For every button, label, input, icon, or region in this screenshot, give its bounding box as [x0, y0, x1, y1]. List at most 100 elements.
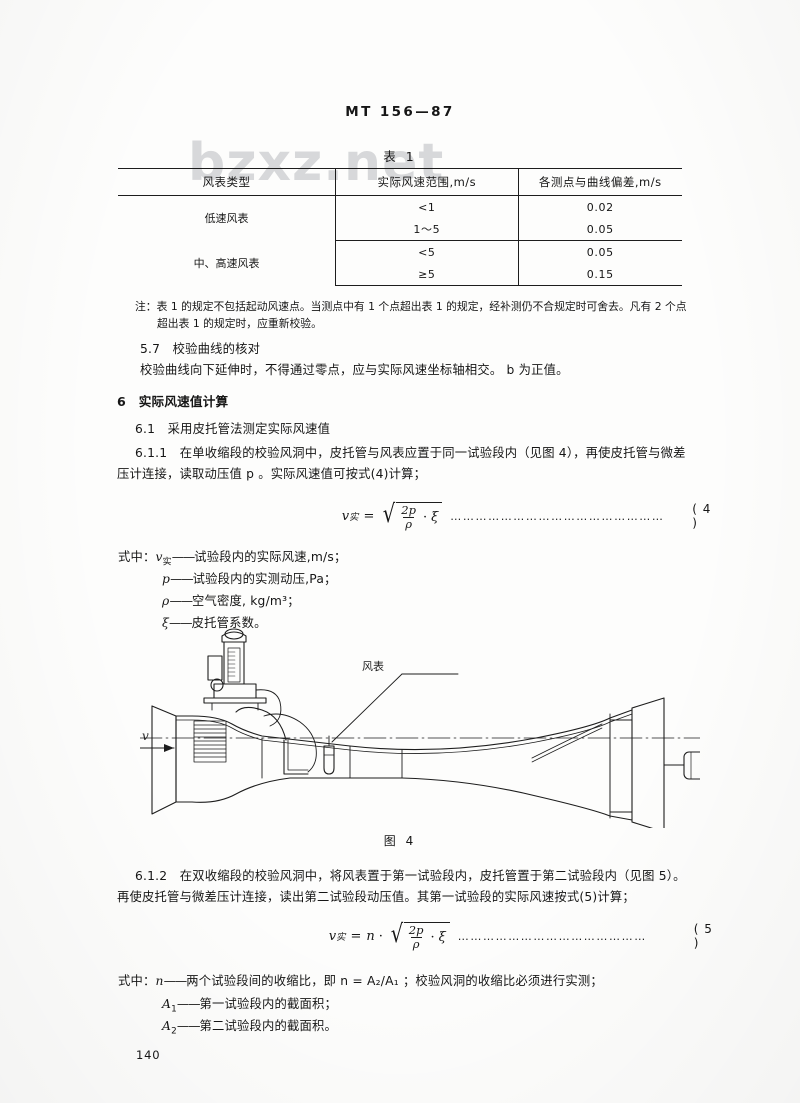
cell-deviation: 0.02 — [586, 200, 614, 214]
hose-pitot-to-manometer — [235, 706, 287, 741]
where-intro: 式中： — [118, 974, 156, 988]
section-6-heading: 6 实际风速值计算 — [117, 394, 229, 409]
formula-4-equals: = — [363, 508, 375, 524]
where-item: 式中：v实——试验段内的实际风速,m/s； — [118, 548, 347, 572]
cell-range: 1～5 — [335, 218, 519, 241]
where-dash: —— — [170, 572, 194, 586]
pitot-tube — [283, 739, 309, 775]
formula-4-lhs: v — [341, 508, 350, 524]
table-row: 1～5 0.05 — [118, 218, 682, 241]
figure-label-velocity: v — [142, 729, 149, 743]
formula-5-equals: = — [350, 928, 362, 944]
figure-4-caption: 图 4 — [383, 834, 417, 848]
table-note-line2: 超出表 1 的规定时，应重新校验。 — [157, 317, 322, 330]
where-item: A1——第一试验段内的截面积； — [162, 995, 337, 1019]
cell-type-mid-high: 中、高速风表 — [118, 240, 337, 286]
outlet-flare — [631, 697, 665, 833]
section-6-1-1-line2: 压计连接，读取动压值 p 。实际风速值可按式(4)计算； — [117, 467, 427, 481]
where-description: 试验段内的实际风速,m/s； — [194, 550, 347, 564]
formula-4-dot: · — [422, 509, 428, 525]
where-dash: —— — [169, 594, 193, 608]
page-number: 140 — [136, 1048, 161, 1062]
table-header-row: 风表类型 实际风速范围,m/s 各测点与曲线偏差,m/s — [118, 168, 682, 196]
cell-range: ≥5 — [335, 263, 519, 286]
where-item: ξ——皮托管系数。 — [162, 614, 267, 633]
manometer-bulb — [210, 678, 224, 692]
section-6-1-2-paragraph: 6.1.2 在双收缩段的校验风洞中，将风表置于第一试验段内，皮托管置于第二试验段… — [117, 866, 697, 908]
figure-4-wind-tunnel-diagram: 风表 v — [133, 628, 719, 833]
where-symbol-sub: 1 — [171, 1004, 177, 1015]
where-symbol: ρ — [162, 594, 170, 608]
table-row: 中、高速风表 <5 0.05 — [118, 240, 682, 286]
formula-4-fraction: 2p ρ — [399, 504, 418, 529]
col-header-range: 实际风速范围,m/s — [335, 168, 519, 196]
where-symbol: v — [155, 550, 163, 564]
formula-5-radicand: 2p ρ · ξ — [403, 922, 450, 950]
where-dash: —— — [163, 974, 188, 988]
where-description: 第一试验段内的截面积； — [199, 997, 337, 1011]
formula-4-radicand: 2p ρ · ξ — [396, 502, 443, 530]
where-dash: —— — [168, 616, 193, 630]
micro-manometer — [203, 628, 282, 727]
cell-deviation: 0.05 — [518, 218, 682, 241]
formula-4-radical: √ 2p ρ · ξ — [381, 499, 443, 530]
col-header-type: 风表类型 — [118, 168, 337, 196]
section-5-7-text: 校验曲线向下延伸时，不得通过零点，应与实际风速坐标轴相交。 b 为正值。 — [140, 363, 569, 377]
formula-4-numerator: 2p — [401, 503, 416, 518]
formula-5-multiplier: n — [366, 928, 375, 944]
formula-5-lhs: v — [328, 928, 337, 944]
where-description: 空气密度, kg/m³； — [192, 594, 300, 608]
honeycomb-screen — [193, 720, 227, 763]
formula-5-dot2: · — [430, 929, 435, 945]
where-item: p——试验段内的实测动压,Pa； — [162, 570, 337, 589]
formula-5-number: ( 5 ) — [693, 922, 713, 950]
cell-deviation: 0.15 — [518, 263, 682, 286]
table-note: 注：表 1 的规定不包括起动风速点。当测点中有 1 个点超出表 1 的规定，经补… — [135, 298, 695, 332]
velocity-arrow — [133, 744, 175, 752]
figure-label-anemometer: 风表 — [362, 659, 384, 673]
table-title: 表 1 — [383, 149, 417, 164]
where-symbol: ξ — [162, 616, 169, 630]
formula-4-lhs-sub: 实 — [349, 512, 359, 523]
section-6-1-1-paragraph: 6.1.1 在单收缩段的校验风洞中，皮托管与风表应置于同一试验段内（见图 4），… — [117, 443, 695, 485]
standard-code-header: MT 156—87 — [345, 104, 455, 120]
where-item: 式中：n——两个试验段间的收缩比，即 n = A₂/A₁ ；校验风洞的收缩比必须… — [118, 972, 603, 991]
where-description: 第二试验段内的截面积。 — [199, 1019, 337, 1033]
where-dash: —— — [176, 1019, 201, 1033]
formula-4-number: ( 4 ) — [692, 502, 712, 530]
section-6-1-1-line1: 6.1.1 在单收缩段的校验风洞中，皮托管与风表应置于同一试验段内（见图 4），… — [135, 446, 686, 460]
formula-5-dot1: · — [378, 928, 383, 944]
anemometer-body — [323, 735, 335, 775]
where-description: 皮托管系数。 — [191, 616, 267, 630]
radical-sign-icon: √ — [390, 919, 404, 949]
table-row: ≥5 0.15 — [118, 263, 682, 286]
spec-table: 风表类型 实际风速范围,m/s 各测点与曲线偏差,m/s 低速风表 <1 0.0… — [118, 168, 682, 286]
radical-sign-icon: √ — [383, 499, 396, 529]
formula-5-leader: ……………………………………… — [457, 929, 647, 943]
wind-tunnel-svg: 风表 v — [133, 628, 719, 833]
formula-5-numerator: 2p — [408, 923, 424, 938]
cell-range: <5 — [335, 240, 519, 263]
formula-5-radical: √ 2p ρ · ξ — [389, 919, 450, 950]
where-dash: —— — [176, 997, 201, 1011]
motor-block — [683, 751, 719, 780]
section-5-7-heading: 5.7 校验曲线的核对 — [140, 342, 261, 356]
where-item: ρ——空气密度, kg/m³； — [162, 592, 300, 611]
section-6-1-heading: 6.1 采用皮托管法测定实际风速值 — [135, 422, 331, 436]
where-symbol-sub: 2 — [171, 1026, 177, 1037]
where-symbol: A — [162, 997, 172, 1011]
where-symbol: A — [162, 1019, 172, 1033]
tunnel-upper-wall — [175, 709, 633, 751]
formula-4-coefficient: ξ — [431, 509, 439, 525]
table-note-line1: 注：表 1 的规定不包括起动风速点。当测点中有 1 个点超出表 1 的规定，经补… — [135, 300, 687, 313]
where-intro: 式中： — [118, 550, 156, 564]
cell-type-low: 低速风表 — [118, 195, 337, 241]
where-symbol: n — [155, 974, 164, 988]
where-item: A2——第二试验段内的截面积。 — [162, 1017, 337, 1041]
table-row: 低速风表 <1 0.02 — [118, 195, 682, 241]
